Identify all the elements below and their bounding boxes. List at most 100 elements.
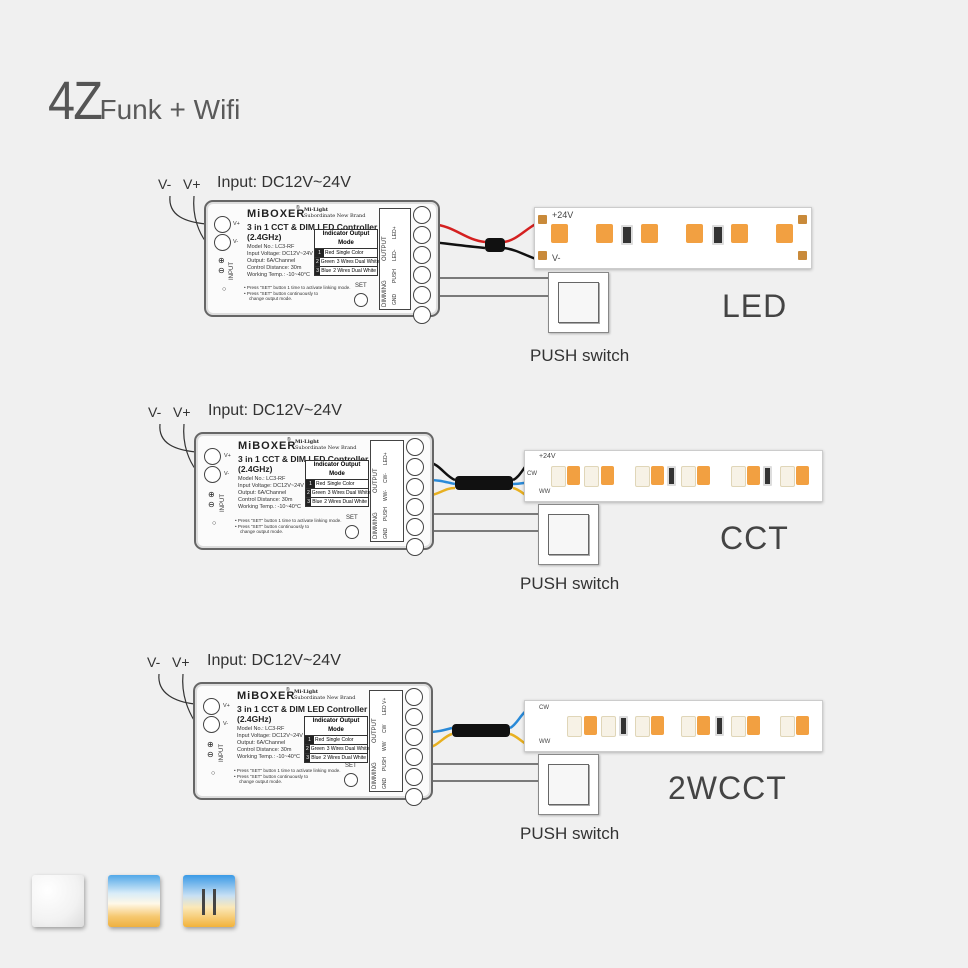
- screw-terminal[interactable]: [406, 498, 424, 516]
- push-switch-button[interactable]: [548, 514, 589, 555]
- screw-terminal[interactable]: [406, 538, 424, 556]
- strip-ww-label: WW: [539, 739, 551, 745]
- led-strip: CW WW: [524, 700, 823, 752]
- v-plus-terminal-label: V+: [223, 703, 230, 709]
- set-button[interactable]: [354, 293, 368, 307]
- output-terminals: [404, 438, 426, 558]
- v-minus-label: V-: [158, 176, 172, 192]
- push-switch[interactable]: [538, 754, 599, 815]
- output-label: OUTPUT: [382, 236, 388, 261]
- strip-type-label: LED: [722, 288, 788, 324]
- push-switch-label: PUSH switch: [520, 824, 620, 843]
- controller-notes: • Press "SET" button 1 time to activate …: [235, 518, 342, 534]
- controller-box: V+ V- INPUT ⊕ ⊖ ○ MiBOXER ® Mi·Light Sub…: [193, 682, 433, 806]
- registered-mark: ®: [296, 205, 300, 211]
- set-button[interactable]: [345, 525, 359, 539]
- controller-notes: • Press "SET" button 1 time to activate …: [234, 768, 341, 784]
- led-chip: [697, 466, 710, 485]
- output-label: OUTPUT: [373, 468, 379, 493]
- solder-pad: [798, 251, 807, 260]
- push-switch-button[interactable]: [548, 764, 589, 805]
- input-terminal[interactable]: [214, 234, 231, 251]
- led-chip: [731, 466, 746, 487]
- screw-terminal[interactable]: [406, 458, 424, 476]
- screw-terminal[interactable]: [406, 478, 424, 496]
- led-minus-label: LED-: [392, 249, 398, 261]
- terminal-label-block: OUTPUT DIMMING LED V+ CW WW PUSH GND: [369, 690, 403, 792]
- screw-terminal[interactable]: [406, 518, 424, 536]
- led-chip: [796, 466, 809, 485]
- screw-terminal[interactable]: [405, 708, 423, 726]
- led-chip: [747, 466, 760, 485]
- push-switch[interactable]: [538, 504, 599, 565]
- section-2wcct: V- V+ Input: DC12V~24V V+ V- INPUT ⊕ ⊖ ○…: [0, 640, 968, 870]
- input-label: INPUT: [220, 494, 226, 512]
- strip-plus-label: +24V: [552, 210, 574, 220]
- section-led: V- V+ Input: DC12V~24V V+ V- INPUT ⊕ ⊖ ○…: [0, 160, 968, 390]
- set-label: SET: [345, 763, 357, 769]
- screw-terminal[interactable]: [413, 306, 431, 324]
- set-button[interactable]: [344, 773, 358, 787]
- dimming-label: DIMMING: [372, 762, 378, 789]
- screw-terminal[interactable]: [413, 286, 431, 304]
- input-label: INPUT: [219, 744, 225, 762]
- input-terminal[interactable]: [204, 448, 221, 465]
- controller-notes: • Press "SET" button 1 time to activate …: [244, 285, 351, 301]
- strip-cw-label: CW: [527, 471, 537, 477]
- v-plus-terminal-label: V+: [233, 221, 240, 227]
- led-chip: [551, 224, 568, 243]
- input-voltage-label: Input: DC12V~24V: [217, 174, 351, 191]
- led-chip: [601, 466, 614, 485]
- single-white-tile: [32, 875, 84, 927]
- mode-table-header: Indicator Output Mode: [322, 231, 370, 246]
- controller-brand: MiBOXER: [247, 208, 306, 220]
- led-chip: [681, 466, 696, 487]
- ww-label: WW: [382, 741, 388, 751]
- input-terminal[interactable]: [203, 698, 220, 715]
- led-chip: [596, 224, 613, 243]
- controller-brand: MiBOXER: [237, 690, 296, 702]
- screw-terminal[interactable]: [405, 748, 423, 766]
- led-chip: [584, 716, 597, 735]
- v-plus-label: V+: [173, 404, 191, 420]
- screw-terminal[interactable]: [406, 438, 424, 456]
- solder-pad: [538, 251, 547, 260]
- header-subtitle: Funk + Wifi: [99, 94, 241, 125]
- controller-frequency: (2.4GHz): [237, 714, 272, 724]
- screw-terminal[interactable]: [405, 788, 423, 806]
- screw-terminal[interactable]: [405, 728, 423, 746]
- wiring-diagram: [159, 423, 540, 532]
- screw-terminal[interactable]: [413, 226, 431, 244]
- screw-terminal[interactable]: [413, 246, 431, 264]
- led-chip: [651, 716, 664, 735]
- screw-terminal[interactable]: [405, 768, 423, 786]
- input-terminal[interactable]: [214, 216, 231, 233]
- resistor: [619, 716, 628, 736]
- led-chip: [567, 716, 582, 737]
- screw-terminal[interactable]: [413, 206, 431, 224]
- input-terminal[interactable]: [203, 716, 220, 733]
- minus-symbol: ⊖: [218, 266, 225, 275]
- led-chip: [601, 716, 616, 737]
- section-cct: V- V+ Input: DC12V~24V V+ V- INPUT ⊕ ⊖ ○…: [0, 390, 968, 620]
- screw-terminal[interactable]: [413, 266, 431, 284]
- push-switch-label: PUSH switch: [530, 346, 630, 365]
- plus-symbol: ⊕: [218, 256, 225, 265]
- screw-terminal[interactable]: [405, 688, 423, 706]
- led-chip: [551, 466, 566, 487]
- v-minus-label: V-: [147, 654, 161, 670]
- input-voltage-label: Input: DC12V~24V: [207, 652, 341, 669]
- mode-table-header: Indicator Output Mode: [313, 462, 361, 477]
- led-plus-label: LED+: [392, 226, 398, 239]
- push-switch-button[interactable]: [558, 282, 599, 323]
- input-terminal[interactable]: [204, 466, 221, 483]
- output-terminals: [403, 688, 425, 808]
- push-switch[interactable]: [548, 272, 609, 333]
